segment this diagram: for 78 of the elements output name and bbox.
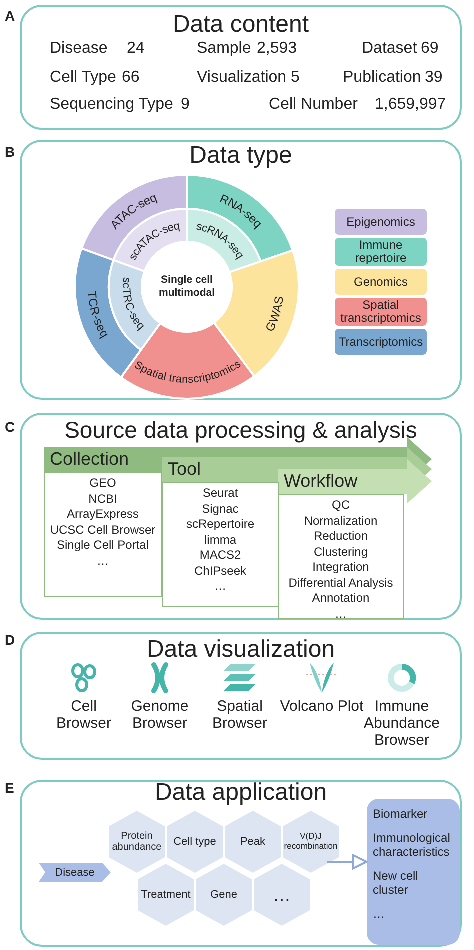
- list-item: …: [214, 579, 226, 594]
- list-item: Seurat: [202, 486, 238, 502]
- stat-name: Disease: [50, 39, 108, 59]
- stat-value: 9: [181, 95, 190, 115]
- stat-name: Sample: [197, 39, 252, 59]
- list-item: scRepertoire: [186, 517, 255, 532]
- arrow: [327, 854, 368, 870]
- list-item: UCSC Cell Browser: [50, 522, 156, 538]
- stat-name: Dataset: [362, 39, 418, 59]
- list-item: MACS2: [200, 548, 242, 564]
- list-item: QC: [332, 498, 350, 514]
- stat-name: Cell Type: [50, 68, 116, 88]
- panel-title: Data application: [154, 779, 328, 807]
- list-item: ArrayExpress: [66, 507, 140, 522]
- hexagon-tile: Gene: [196, 864, 252, 926]
- stat-value: 1,659,997: [375, 95, 446, 115]
- list-item: NCBI: [88, 492, 118, 507]
- panel-letter: C: [5, 418, 16, 437]
- hexagon-tile: Protein abundance: [109, 811, 165, 873]
- hexagon-tile: Cell type: [167, 811, 223, 873]
- list-item: Single Cell Portal: [56, 538, 150, 554]
- hexagon-tile: Peak: [225, 811, 281, 873]
- panel-card: [20, 780, 462, 947]
- stat-value: 39: [425, 68, 443, 88]
- list-item: limma: [204, 532, 236, 548]
- result-item: New cell cluster: [373, 869, 420, 897]
- stat-value: 69: [421, 39, 439, 59]
- list-item: Clustering: [314, 544, 368, 560]
- list-item: Signac: [202, 502, 239, 517]
- stat-value: 24: [127, 39, 145, 59]
- stage-heading: Workflow: [283, 470, 359, 493]
- panel-letter: B: [5, 143, 16, 162]
- panel-card: [20, 413, 462, 620]
- legend-item: Genomics: [335, 269, 427, 295]
- panel-letter: E: [5, 779, 14, 798]
- list-item: …: [335, 606, 347, 622]
- chevron-tag: Disease: [39, 863, 111, 882]
- result-item: Biomarker: [373, 807, 429, 821]
- panel-title: Data content: [172, 11, 310, 39]
- panel-card: [20, 5, 462, 130]
- list-item: Reduction: [314, 529, 368, 544]
- legend-item: Immune repertoire: [335, 238, 427, 266]
- icon-caption: Cell Browser: [55, 698, 112, 732]
- result-card: [367, 799, 460, 945]
- panel-letter: A: [5, 7, 16, 26]
- result-item: Immunological characteristics: [373, 831, 452, 859]
- icon-caption: Spatial Browser: [211, 698, 268, 732]
- list-item: Integration: [312, 560, 370, 576]
- legend-item: Spatial transcriptomics: [335, 298, 427, 326]
- panel-letter: D: [5, 631, 16, 650]
- list-item: GEO: [90, 476, 116, 492]
- list-item: Differential Analysis: [288, 576, 394, 591]
- stat-value: 2,593: [257, 39, 298, 59]
- stat-name: Sequencing Type: [50, 95, 174, 115]
- legend-item: Transcriptomics: [335, 329, 427, 355]
- panel-card: [20, 140, 462, 400]
- panel-title: Source data processing & analysis: [64, 416, 418, 444]
- icon-caption: Genome Browser: [130, 698, 190, 732]
- hexagon-tile: V(D)J recombination: [283, 811, 339, 873]
- panel-card: [20, 632, 462, 760]
- stage-heading: Tool: [167, 458, 202, 481]
- stage-heading: Collection: [49, 448, 130, 471]
- list-item: ChIPseek: [194, 564, 247, 579]
- hexagon-tile: Treatment: [138, 864, 194, 926]
- list-item: …: [97, 554, 109, 569]
- stat-value: 66: [122, 68, 140, 88]
- stat-name: Cell Number: [269, 95, 358, 115]
- panel-title: Data visualization: [146, 636, 336, 664]
- icon-caption: Volcano Plot: [280, 698, 364, 715]
- panel-title: Data type: [188, 142, 294, 170]
- list-item: Annotation: [312, 591, 370, 606]
- stat-name: Publication: [343, 68, 422, 88]
- legend-item: Epigenomics: [335, 209, 427, 235]
- hexagon-tile: …: [254, 864, 310, 926]
- list-item: Normalization: [304, 514, 378, 529]
- stat-name: Visualization: [197, 68, 287, 88]
- result-item: …: [373, 907, 386, 921]
- stat-value: 5: [291, 68, 300, 88]
